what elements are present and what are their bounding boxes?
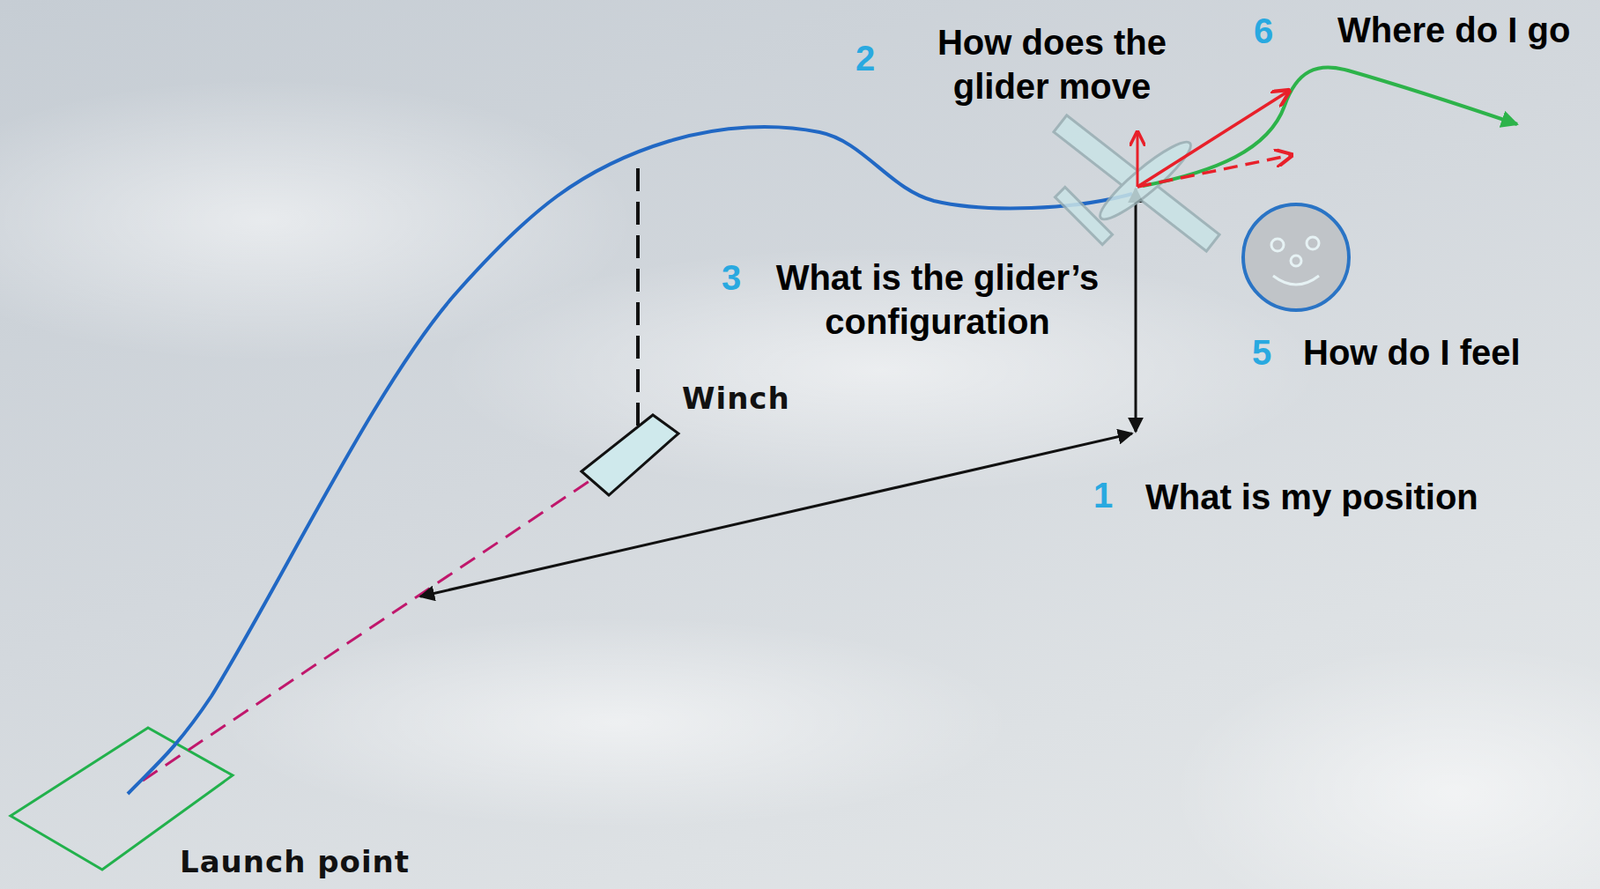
height-vector xyxy=(1134,188,1138,432)
question-label: How do I feel xyxy=(1303,330,1521,375)
question-label: Where do I go xyxy=(1337,7,1571,52)
cloud xyxy=(1171,643,1600,889)
callout-number: 3 xyxy=(721,255,741,300)
lift-vector xyxy=(1136,132,1140,187)
cloud xyxy=(440,246,1322,494)
question-label: How does the glider move xyxy=(919,20,1185,109)
callout-number: 6 xyxy=(1253,8,1274,53)
cloud xyxy=(220,616,1014,829)
face-symbol xyxy=(1243,204,1349,311)
part-name: Winch xyxy=(681,379,791,418)
glider-symbol xyxy=(1053,115,1220,252)
winch-symbol xyxy=(581,414,679,496)
callout-number: 2 xyxy=(855,36,875,81)
question-label: What is my position xyxy=(1145,474,1479,519)
heading-vector xyxy=(1137,155,1292,187)
callout-number: 5 xyxy=(1251,330,1272,375)
position-vector xyxy=(420,433,1133,597)
dashed-drop xyxy=(636,168,640,450)
winch-cable xyxy=(142,479,593,781)
part-name: Launch point xyxy=(179,843,410,882)
flight-path xyxy=(127,126,1133,794)
question-label: What is the glider’s configuration xyxy=(756,255,1119,344)
predicted-path xyxy=(1142,66,1518,186)
callout-number: 1 xyxy=(1093,473,1113,518)
